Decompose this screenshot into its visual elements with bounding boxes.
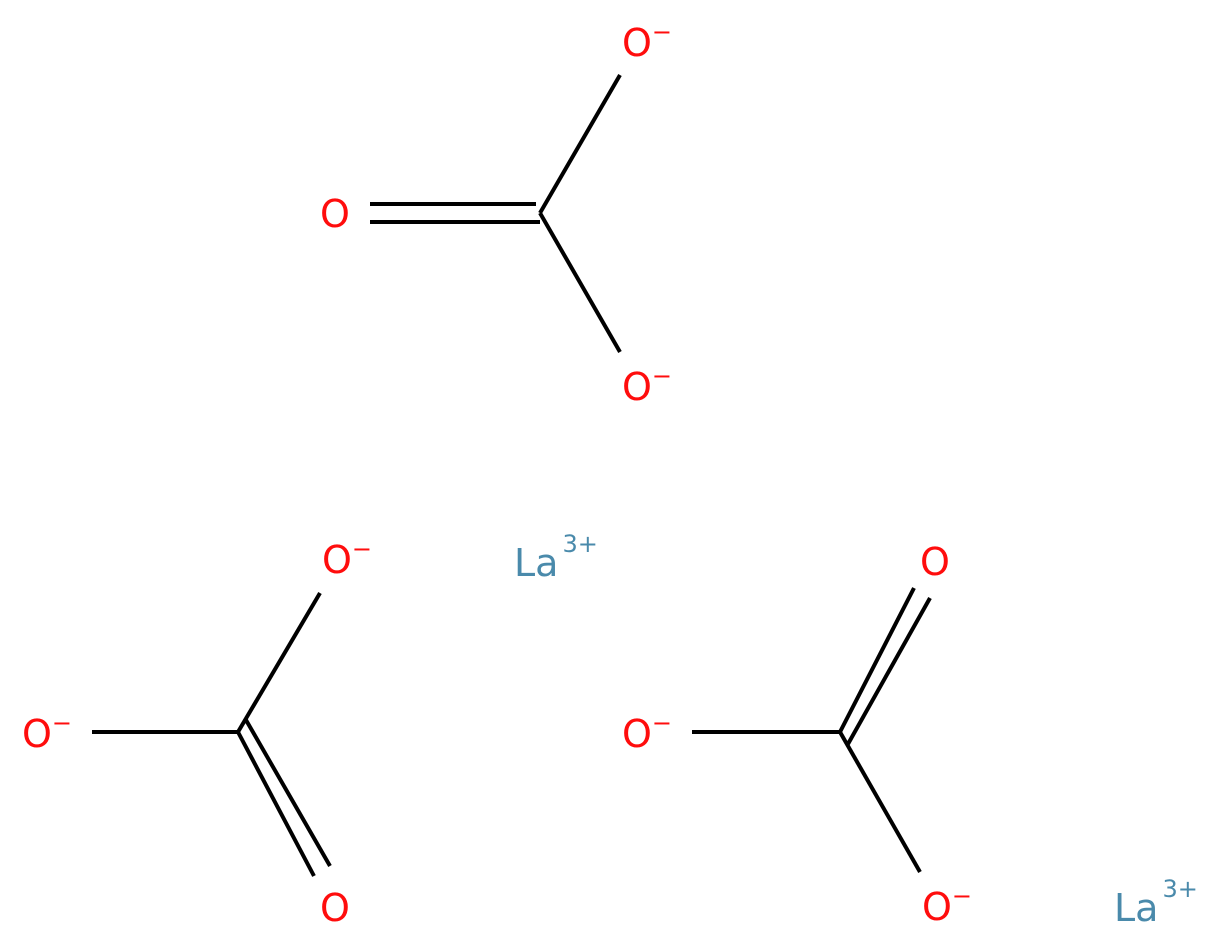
bond	[236, 591, 322, 734]
carbonate-top: O− O− O	[320, 18, 672, 409]
oxygen-atom: O	[320, 192, 350, 236]
oxygen-atom: O	[320, 886, 350, 930]
double-bond	[846, 597, 932, 745]
oxygen-atom: O−	[22, 709, 72, 756]
oxygen-atom: O−	[622, 362, 672, 409]
double-bond	[244, 719, 332, 867]
oxygen-atom: O	[920, 540, 950, 584]
carbonate-bottom-left: O− O− O	[22, 535, 372, 930]
oxygen-atom: O−	[622, 18, 672, 65]
double-bond	[236, 731, 316, 877]
oxygen-atom: O−	[922, 882, 972, 929]
bond	[538, 212, 622, 353]
bond	[538, 73, 622, 215]
double-bond	[838, 587, 916, 733]
oxygen-atom: O−	[622, 709, 672, 756]
bond	[838, 731, 922, 873]
oxygen-atom: O−	[322, 535, 372, 582]
carbonate-bottom-right: O− O O−	[622, 540, 972, 929]
